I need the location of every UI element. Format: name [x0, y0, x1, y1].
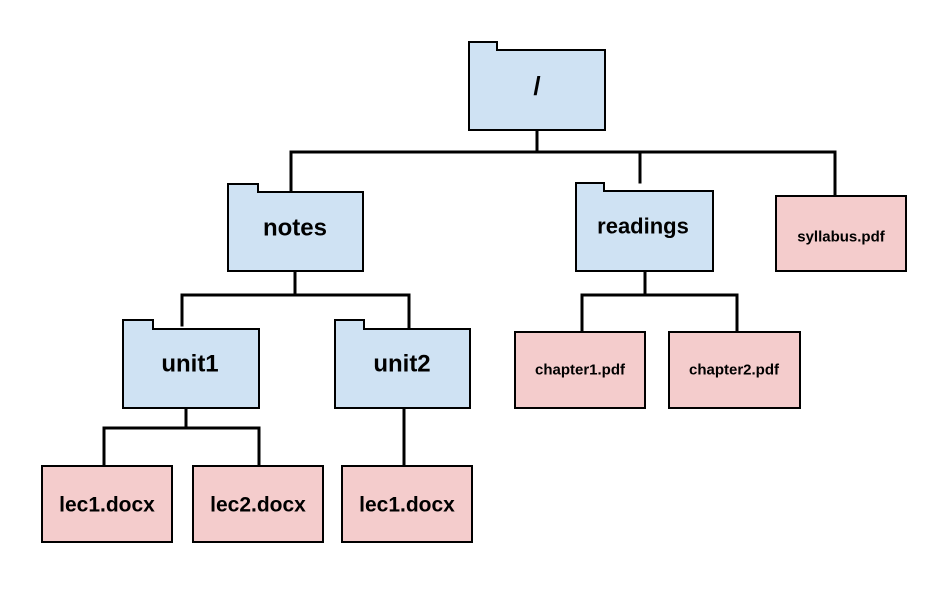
file-box: [775, 195, 907, 272]
folder-icon: [122, 319, 260, 409]
folder-node-readings[interactable]: readings: [575, 182, 714, 272]
folder-icon: [227, 183, 364, 272]
file-box: [668, 331, 801, 409]
file-node-chapter2[interactable]: chapter2.pdf: [668, 331, 801, 409]
folder-node-notes[interactable]: notes: [227, 183, 364, 272]
file-node-chapter1[interactable]: chapter1.pdf: [514, 331, 646, 409]
file-box: [192, 465, 324, 543]
file-box: [514, 331, 646, 409]
folder-node-unit2[interactable]: unit2: [334, 319, 471, 409]
file-box: [41, 465, 173, 543]
file-node-unit1-lec2[interactable]: lec2.docx: [192, 465, 324, 543]
node-label: lec2.docx: [210, 494, 306, 517]
node-label: readings: [597, 214, 689, 239]
file-node-unit1-lec1[interactable]: lec1.docx: [41, 465, 173, 543]
folder-node-unit1[interactable]: unit1: [122, 319, 260, 409]
node-label: unit2: [373, 351, 430, 378]
node-label: unit1: [161, 351, 218, 378]
file-node-syllabus[interactable]: syllabus.pdf: [775, 195, 907, 272]
folder-icon: [334, 319, 471, 409]
folder-icon: [575, 182, 714, 272]
node-label: chapter2.pdf: [689, 362, 780, 379]
folder-node-root[interactable]: /: [468, 41, 606, 131]
node-label: /: [533, 71, 540, 101]
connector-lines: [102, 128, 837, 468]
node-label: notes: [263, 215, 327, 242]
connector-readings-children: [580, 270, 739, 334]
node-label: chapter1.pdf: [535, 362, 626, 379]
node-label: lec1.docx: [59, 494, 155, 517]
connector-notes-children: [180, 270, 411, 332]
node-label: lec1.docx: [359, 494, 455, 517]
folder-icon: [468, 41, 606, 131]
node-label: syllabus.pdf: [797, 229, 886, 246]
connector-unit1-children: [102, 406, 261, 468]
file-node-unit2-lec1[interactable]: lec1.docx: [341, 465, 473, 543]
connector-root-children: [289, 128, 837, 198]
file-box: [341, 465, 473, 543]
